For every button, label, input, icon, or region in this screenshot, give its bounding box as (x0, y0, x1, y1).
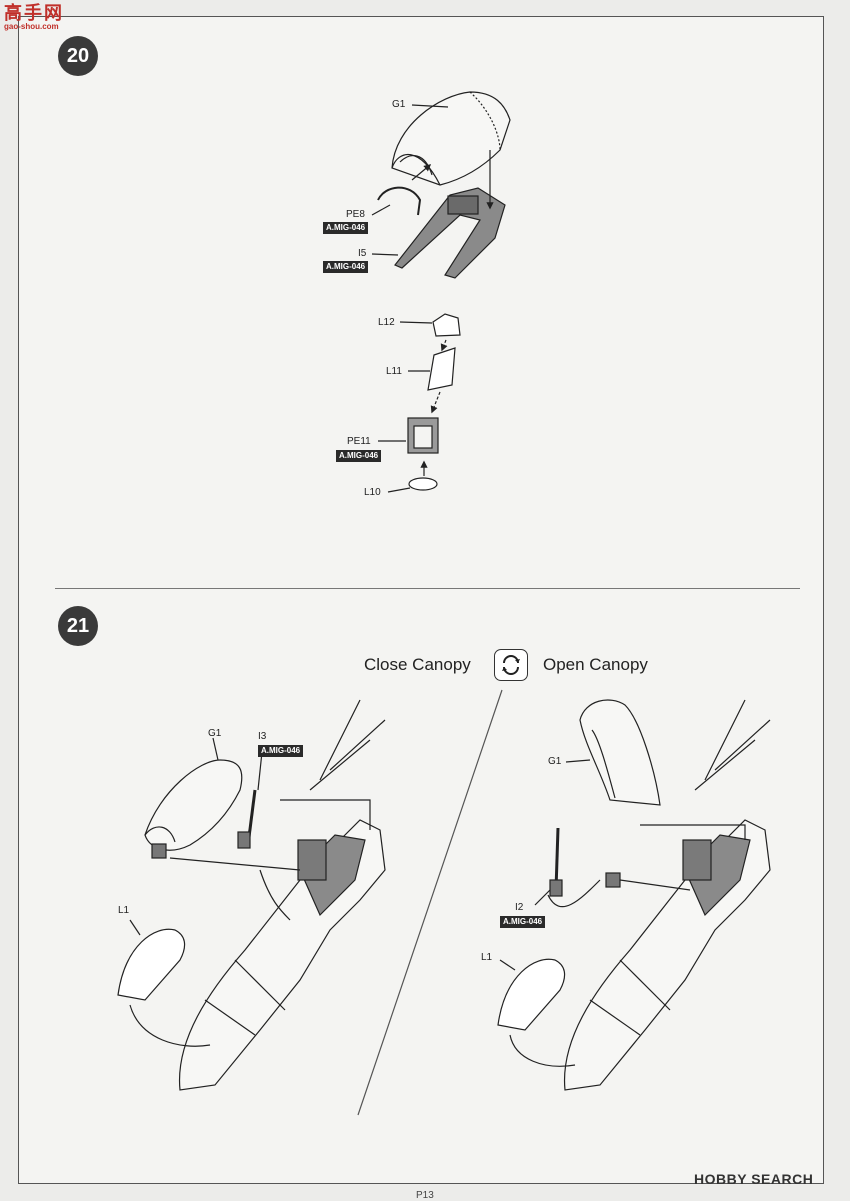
part-pe11-frame (407, 417, 439, 454)
right-fuselage-open (563, 699, 771, 1091)
label-i5: I5 (358, 248, 367, 259)
close-canopy-label: Close Canopy (364, 655, 471, 674)
watermark-url: gao-shou.com (4, 22, 59, 31)
right-windscreen-l1 (497, 958, 566, 1031)
watermark-logo: 高手网 gao-shou.com (4, 4, 74, 38)
part-pe8-ring (377, 186, 422, 216)
label-i3: I3 (258, 731, 267, 742)
part-g1-canopy-frame (391, 91, 511, 186)
label-i2: I2 (515, 902, 524, 913)
part-l10-disc (408, 477, 438, 491)
rotate-arrows-glyph (502, 655, 520, 675)
label-left-l1: L1 (118, 905, 130, 916)
hobby-search-watermark: HOBBY SEARCH (694, 1171, 814, 1187)
left-fuselage-closed (178, 699, 386, 1091)
open-canopy-label: Open Canopy (543, 655, 648, 674)
label-l10: L10 (364, 487, 381, 498)
part-i5-cockpit-tub (394, 187, 506, 279)
step-21-badge: 21 (58, 606, 98, 646)
tag-i5-mig046: A.MIG-046 (323, 261, 369, 273)
tag-i2-mig046: A.MIG-046 (500, 916, 546, 928)
step-20-badge: 20 (58, 36, 98, 76)
right-canopy-g1 (579, 699, 661, 806)
tag-pe8-mig046: A.MIG-046 (323, 222, 369, 234)
label-left-g1: G1 (208, 728, 222, 739)
label-pe8: PE8 (346, 209, 365, 220)
watermark-brand: 高手网 (4, 3, 64, 23)
label-pe11: PE11 (347, 436, 371, 447)
page-number: P13 (416, 1190, 434, 1201)
label-right-g1: G1 (548, 756, 562, 767)
label-l12: L12 (378, 317, 395, 328)
section-divider (55, 588, 800, 589)
tag-pe11-mig046: A.MIG-046 (336, 450, 382, 462)
label-g1: G1 (392, 99, 406, 110)
left-windscreen-l1 (117, 928, 186, 1001)
label-right-l1: L1 (481, 952, 493, 963)
part-l11 (427, 347, 456, 391)
part-l12 (432, 313, 461, 337)
left-canopy-g1 (144, 759, 243, 851)
label-l11: L11 (386, 366, 402, 377)
tag-i3-mig046: A.MIG-046 (258, 745, 304, 757)
rotate-arrows-icon (494, 649, 528, 681)
